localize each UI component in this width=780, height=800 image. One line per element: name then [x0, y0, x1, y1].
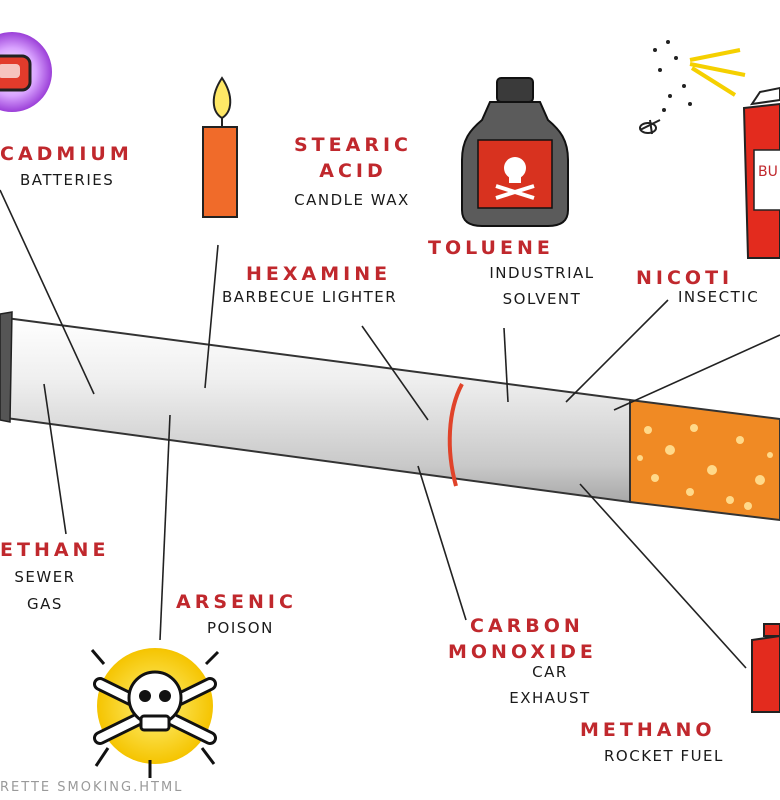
label-toluene-use-2: SOLVENT — [502, 290, 582, 308]
label-toluene-use-1: INDUSTRIAL — [489, 264, 595, 282]
label-carbon-use-2: EXHAUST — [509, 689, 591, 707]
label-methane-use-2: GAS — [27, 595, 63, 613]
label-hexamine: HEXAMINE — [246, 263, 392, 285]
pointer-lines — [0, 189, 780, 669]
label-methanol: METHANO — [580, 719, 716, 741]
label-stearic-acid: ACID — [319, 160, 387, 182]
label-carbon-monoxide: MONOXIDE — [448, 641, 597, 663]
label-stearic-use: CANDLE WAX — [294, 191, 410, 209]
cigarette-ash-tip — [0, 311, 13, 423]
label-stearic: STEARIC — [294, 134, 412, 156]
fuel-canister-icon — [751, 623, 780, 713]
cigarette-filter — [629, 398, 780, 522]
cigarette-band — [447, 383, 464, 487]
skull-crossbones-icon — [90, 648, 220, 778]
label-hexamine-use: BARBECUE LIGHTER — [222, 288, 398, 306]
label-carbon-use-1: CAR — [532, 663, 568, 681]
label-cadmium-use: BATTERIES — [20, 171, 115, 189]
label-methane: ETHANE — [0, 539, 110, 561]
label-carbon: CARBON — [470, 615, 584, 637]
footer-url: RETTE SMOKING.HTML — [0, 780, 184, 795]
cigarette — [0, 311, 780, 522]
candle-icon — [202, 76, 238, 218]
label-nicotine-use: INSECTIC — [678, 288, 760, 306]
battery-icon — [0, 32, 52, 112]
label-cadmium: CADMIUM — [0, 143, 133, 165]
insecticide-spray-icon — [639, 40, 780, 259]
label-methane-use-1: SEWER — [14, 568, 76, 586]
label-methanol-use: ROCKET FUEL — [604, 747, 724, 765]
label-arsenic-use: POISON — [207, 619, 274, 637]
filter-speckles — [637, 424, 773, 510]
label-nicotine: NICOTI — [636, 267, 734, 289]
cigarette-paper — [5, 316, 631, 504]
spray-can-text: BU — [758, 164, 778, 180]
label-toluene: TOLUENE — [428, 237, 554, 259]
label-arsenic: ARSENIC — [176, 591, 297, 613]
toluene-bottle-icon — [461, 77, 569, 227]
